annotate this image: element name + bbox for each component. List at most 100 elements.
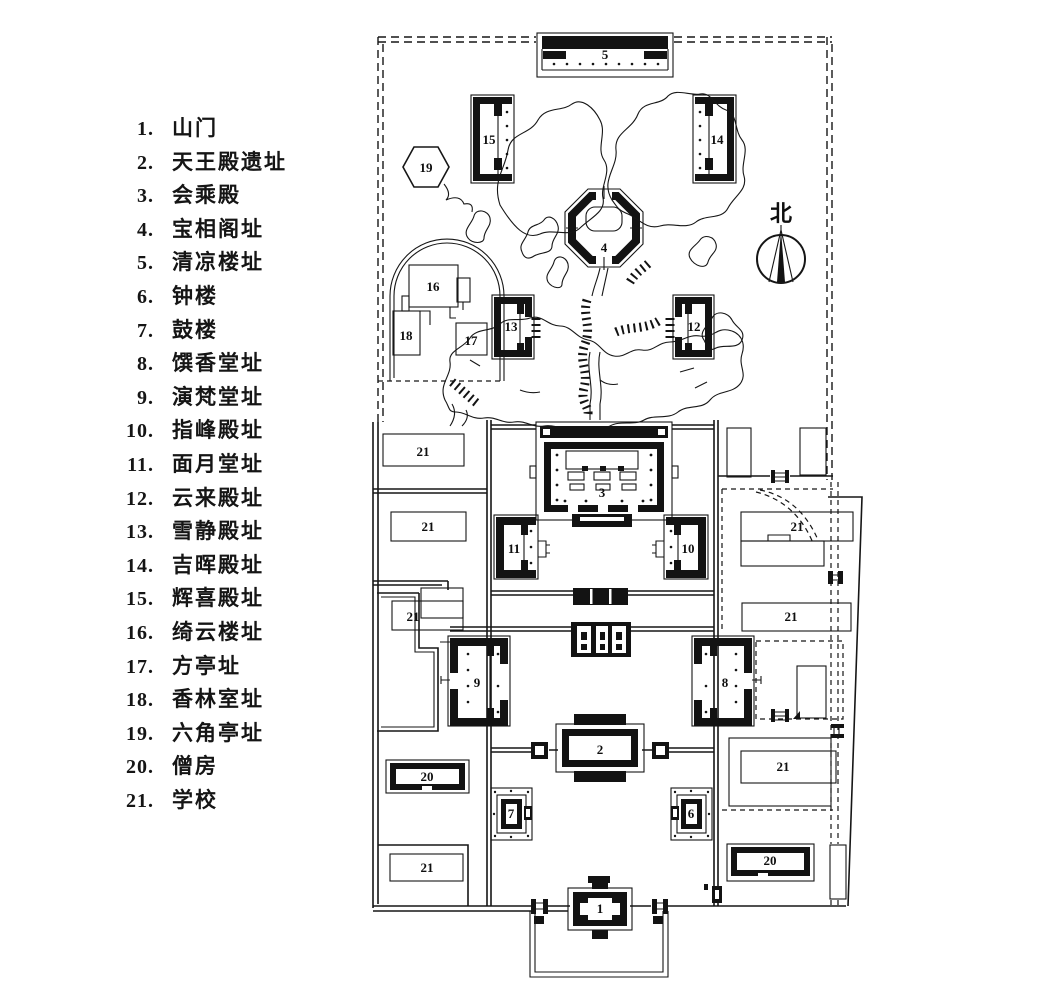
legend-item-number: 20. (126, 756, 154, 779)
legend-item: 21. 学校 (108, 784, 287, 818)
building-number-label: 11 (508, 541, 520, 556)
legend-item: 18. 香林室址 (108, 683, 287, 717)
legend-item-label: 绮云楼址 (172, 619, 264, 644)
legend-item-number: 6. (137, 285, 154, 308)
building-number-label: 19 (420, 160, 434, 175)
legend-item-number: 12. (126, 487, 154, 510)
legend-item-number: 18. (126, 689, 154, 712)
legend-item: 5.清凉楼址 (108, 246, 287, 280)
building-4-baoxiang-pavilion-site (564, 186, 644, 270)
building-number-label: 6 (688, 806, 695, 821)
legend-item-label: 馔香堂址 (172, 351, 264, 376)
building-2-tianwang-hall-site (491, 714, 714, 782)
legend-item-label: 吉晖殿址 (172, 552, 264, 577)
building-number-label: 21 (407, 609, 420, 624)
legend-item-label: 山门 (172, 116, 218, 140)
building-number-label: 7 (508, 806, 515, 821)
legend-item: 3. 会乘殿 (108, 179, 287, 213)
legend-item-label: 面月堂址 (172, 451, 264, 476)
legend-item-number: 13. (126, 521, 154, 544)
building-11-mianyue-hall-site (493, 514, 550, 580)
legend-item-number: 3. (137, 185, 154, 208)
east-courtyards (704, 427, 854, 903)
legend-item: 14.吉晖殿址 (108, 549, 287, 583)
building-number-label: 1 (597, 901, 604, 916)
building-number-label: 17 (465, 333, 479, 348)
legend-item-label: 鼓楼 (172, 317, 218, 342)
building-number-label: 9 (474, 675, 481, 690)
building-5-qingliang-tower-site (536, 32, 674, 78)
legend-item: 11. 面月堂址 (108, 448, 287, 482)
legend-item-label: 云来殿址 (172, 485, 264, 510)
legend-item-label: 会乘殿 (172, 183, 241, 208)
legend-item-label: 清凉楼址 (172, 250, 264, 275)
building-8-zhuanxiang-hall-site (691, 635, 762, 727)
building-7-drum-tower (490, 787, 533, 841)
building-number-label: 16 (427, 279, 441, 294)
building-12-yunlai-hall-site (672, 294, 715, 360)
legend-item-number: 9. (137, 386, 154, 409)
building-number-label: 2 (597, 742, 604, 757)
building-number-label: 13 (505, 319, 519, 334)
legend-item: 17. 方亭址 (108, 650, 287, 684)
building-1-mountain-gate (529, 876, 669, 978)
building-number-label: 21 (422, 519, 435, 534)
legend-item-number: 16. (126, 621, 154, 644)
building-number-label: 21 (791, 519, 804, 534)
legend-item-number: 19. (126, 722, 154, 745)
legend-item-number: 17. (126, 655, 154, 678)
building-3-huicheng-hall (529, 421, 679, 527)
north-arrow: 北 (756, 201, 806, 284)
building-number-label: 14 (711, 132, 725, 147)
legend-item: 7. 鼓楼 (108, 314, 287, 348)
building-number-label: 4 (601, 240, 608, 255)
building-number-label: 8 (722, 675, 729, 690)
building-number-label: 21 (417, 444, 430, 459)
legend-item-label: 雪静殿址 (172, 519, 264, 544)
legend-item-label: 钟楼 (172, 283, 218, 308)
legend-item-label: 僧房 (172, 754, 218, 779)
building-14-jihui-hall-site (692, 94, 737, 184)
building-number-label: 20 (764, 853, 777, 868)
legend-item-label: 辉喜殿址 (172, 586, 264, 611)
building-number-label: 12 (688, 319, 701, 334)
north-label: 北 (770, 201, 792, 226)
building-15-huixi-hall-site (470, 94, 515, 184)
legend-item: 2.天王殿遗址 (108, 146, 287, 180)
building-number-label: 20 (421, 769, 434, 784)
legend-item: 6. 钟楼 (108, 280, 287, 314)
legend-item-number: 15. (126, 588, 154, 611)
building-number-label: 5 (602, 47, 609, 62)
legend-item-label: 宝相阁址 (172, 216, 264, 241)
legend-item-number: 21. (126, 789, 154, 812)
building-number-label: 21 (785, 609, 798, 624)
legend-item: 16. 绮云楼址 (108, 616, 287, 650)
legend-item-number: 1. (137, 118, 154, 140)
legend-item: 20. 僧房 (108, 750, 287, 784)
building-10-zhifeng-hall-site (652, 514, 709, 580)
building-6-bell-tower (670, 787, 713, 841)
legend-item: 1. 山门 (108, 112, 287, 146)
legend-item: 8. 馔香堂址 (108, 347, 287, 381)
legend-item-number: 11. (127, 453, 154, 476)
legend-item-label: 六角亭址 (172, 720, 264, 745)
legend-item-label: 方亭址 (172, 653, 241, 678)
building-number-label: 10 (682, 541, 695, 556)
arched-court-16-17-18 (378, 238, 505, 382)
legend-item: 10.指峰殿址 (108, 414, 287, 448)
legend-item: 4. 宝相阁址 (108, 213, 287, 247)
building-13-xuejing-hall-site (491, 294, 535, 360)
legend-item-label: 学校 (172, 787, 218, 812)
building-number-label: 18 (400, 328, 414, 343)
legend-item-number: 7. (137, 319, 154, 342)
rockery (442, 91, 746, 430)
legend-item-label: 香林室址 (172, 687, 264, 712)
legend-item-number: 8. (137, 353, 154, 376)
legend-item: 13. 雪静殿址 (108, 515, 287, 549)
legend-item-number: 4. (137, 218, 154, 241)
legend-item-number: 10. (126, 420, 154, 443)
legend-item: 19. 六角亭址 (108, 717, 287, 751)
building-number-markers: 5 15 14 19 4 16 18 17 13 12 21 21 3 11 1… (400, 47, 804, 916)
